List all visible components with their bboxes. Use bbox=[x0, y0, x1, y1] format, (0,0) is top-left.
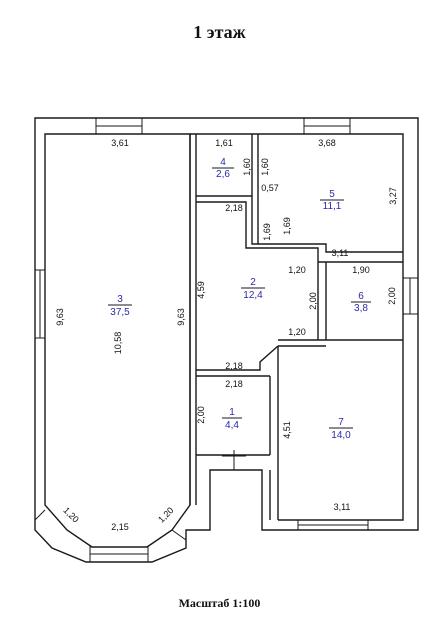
dim-label: 3,11 bbox=[334, 502, 351, 512]
dim-label: 3,11 bbox=[332, 248, 349, 258]
room-2-number: 2 bbox=[250, 277, 256, 288]
room-5-area: 11,1 bbox=[323, 201, 342, 212]
room-4-area: 2,6 bbox=[216, 169, 230, 180]
room-6-area: 3,8 bbox=[354, 303, 368, 314]
room-6-number: 6 bbox=[358, 291, 364, 302]
room-2-area: 12,4 bbox=[243, 290, 263, 301]
interior-walls bbox=[189, 134, 403, 520]
dim-label: 1,60 bbox=[260, 158, 270, 176]
dim-label: 3,27 bbox=[388, 187, 398, 205]
dim-label: 4,51 bbox=[282, 421, 292, 439]
dim-label: 9,63 bbox=[176, 308, 186, 326]
room-3-number: 3 bbox=[117, 294, 123, 305]
dim-label: 2,00 bbox=[308, 292, 318, 310]
dim-label: 4,59 bbox=[196, 281, 206, 299]
dim-label: 2,18 bbox=[225, 361, 243, 371]
dim-label: 1,20 bbox=[156, 505, 175, 524]
dim-label: 3,68 bbox=[318, 138, 336, 148]
room-7-area: 14,0 bbox=[331, 430, 351, 441]
dim-label: 2,18 bbox=[225, 379, 243, 389]
dim-label: 2,00 bbox=[196, 406, 206, 424]
scale-label: Масштаб 1:100 bbox=[178, 596, 261, 610]
dim-label: 1,20 bbox=[61, 505, 80, 524]
dim-label: 1,90 bbox=[352, 265, 370, 275]
dim-label: 9,63 bbox=[55, 308, 65, 326]
floor-title: 1 этаж bbox=[193, 22, 246, 42]
room-7-number: 7 bbox=[338, 417, 344, 428]
dimension-labels: 3,61 1,61 3,68 1,60 1,60 0,57 3,27 2,18 … bbox=[55, 138, 398, 532]
room-1-area: 4,4 bbox=[225, 420, 239, 431]
dim-label: 2,18 bbox=[225, 203, 243, 213]
dim-label: 3,61 bbox=[111, 138, 129, 148]
dim-label: 1,60 bbox=[242, 158, 252, 176]
dim-label: 10,58 bbox=[113, 332, 123, 355]
dim-label: 2,00 bbox=[387, 287, 397, 305]
room-4-number: 4 bbox=[220, 157, 226, 168]
room-5-number: 5 bbox=[329, 189, 335, 200]
dim-label: 2,15 bbox=[111, 522, 129, 532]
dim-label: 1,20 bbox=[288, 327, 306, 337]
windows bbox=[34, 117, 419, 563]
dim-label: 1,69 bbox=[282, 217, 292, 235]
room-3-area: 37,5 bbox=[110, 307, 130, 318]
room-1-number: 1 bbox=[229, 407, 235, 418]
dim-label: 0,57 bbox=[261, 183, 279, 193]
room-labels: 3 37,5 4 2,6 5 11,1 2 12,4 6 3,8 1 4,4 7… bbox=[108, 157, 371, 441]
dim-label: 1,20 bbox=[288, 265, 306, 275]
dim-label: 1,69 bbox=[262, 223, 272, 241]
dim-label: 1,61 bbox=[215, 138, 233, 148]
